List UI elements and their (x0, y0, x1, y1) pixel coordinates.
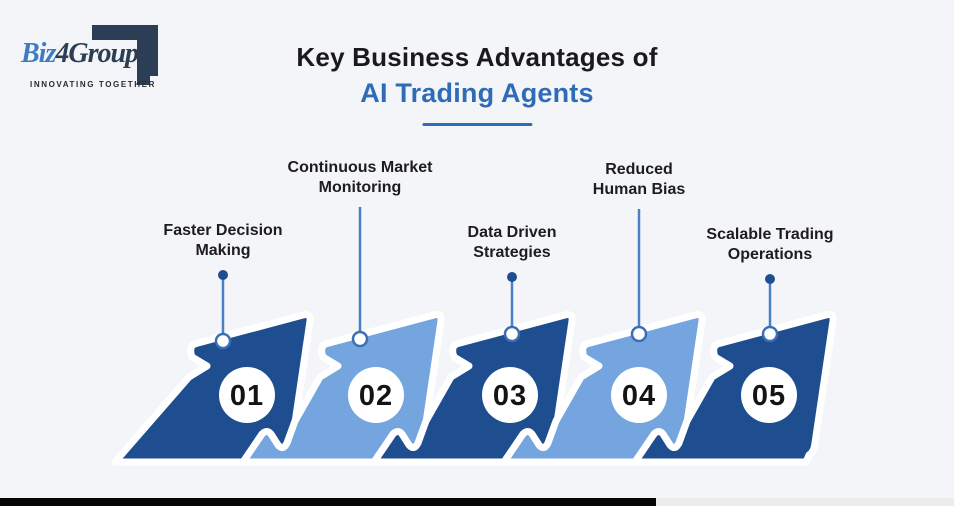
bottom-progress-bar (0, 498, 656, 506)
connector-ring-3 (503, 325, 521, 343)
logo-bracket-right (137, 25, 158, 76)
step-label-4-line-1: Reduced (605, 161, 673, 178)
step-label-3: Data Driven Strategies (468, 223, 557, 263)
step-label-5: Scalable Trading Operations (706, 225, 833, 265)
step-number-circle-3 (482, 367, 538, 423)
biz4group-logo: Biz4Group INNOVATING TOGETHER (14, 18, 184, 108)
step-label-5-line-1: Scalable Trading (706, 226, 834, 243)
logo-tagline: INNOVATING TOGETHER (30, 80, 156, 89)
step-number-circle-2 (348, 367, 404, 423)
step-label-3-line-1: Data Driven (467, 224, 557, 241)
logo-bracket-tab (137, 76, 150, 85)
title-block: Key Business Advantages of AI Trading Ag… (296, 42, 657, 126)
arrow-shape-1 (111, 311, 314, 466)
bottom-progress-track (0, 498, 954, 506)
step-number-circle-1 (219, 367, 275, 423)
logo-wordmark-biz: Biz (21, 38, 56, 69)
step-label-2-line-2: Monitoring (318, 179, 402, 196)
step-label-2: Continuous Market Monitoring (288, 158, 433, 198)
step-number-2: 02 (359, 380, 393, 412)
step-label-5-line-2: Operations (727, 246, 813, 263)
logo-wordmark-group: 4Group (55, 38, 139, 69)
step-label-2-line-1: Continuous Market (287, 159, 433, 176)
title-underline (421, 123, 532, 126)
title-line-2: AI Trading Agents (360, 78, 594, 108)
logo-wordmark: Biz4Group (21, 38, 139, 70)
connector-dot-1 (218, 270, 228, 280)
title-line-1: Key Business Advantages of (296, 42, 658, 72)
step-number-5: 05 (752, 380, 786, 412)
step-number-circle-5 (741, 367, 797, 423)
step-number-1: 01 (230, 380, 264, 412)
step-label-1: Faster Decision Making (163, 221, 282, 261)
connector-dot-3 (507, 272, 517, 282)
step-label-1-line-2: Making (195, 242, 251, 259)
step-number-3: 03 (493, 380, 527, 412)
connector-ring-1 (214, 332, 232, 350)
connector-dot-5 (765, 274, 775, 284)
step-number-circle-4 (611, 367, 667, 423)
step-label-4: Reduced Human Bias (593, 160, 685, 200)
step-label-4-line-2: Human Bias (592, 181, 686, 198)
connector-ring-5 (761, 325, 779, 343)
connector-ring-4 (630, 325, 648, 343)
arrow-shape-5 (631, 311, 837, 466)
step-label-1-line-1: Faster Decision (163, 222, 283, 239)
connector-ring-2 (351, 330, 369, 348)
step-number-4: 04 (622, 380, 656, 412)
step-label-3-line-2: Strategies (473, 244, 551, 261)
